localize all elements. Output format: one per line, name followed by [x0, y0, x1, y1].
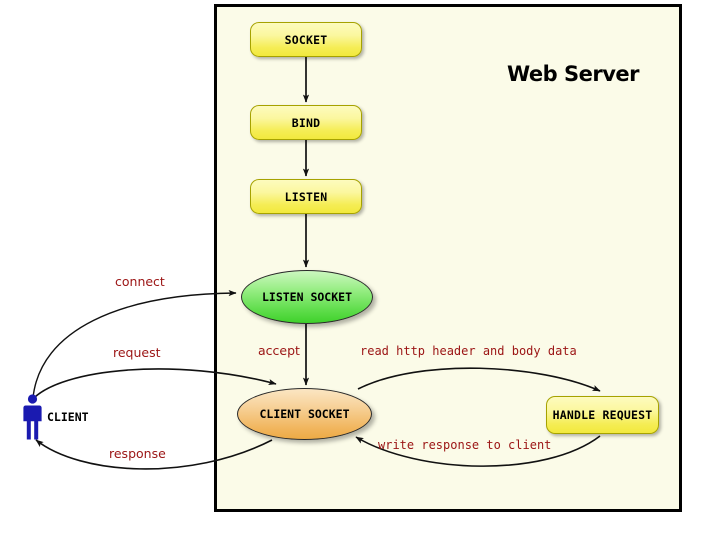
node-listen[interactable]: LISTEN [250, 179, 362, 214]
client-label: CLIENT [47, 410, 89, 424]
node-client-socket[interactable]: CLIENT SOCKET [237, 388, 372, 440]
edge-label-connect: connect [115, 274, 165, 289]
edge-label-read: read http header and body data [360, 344, 577, 358]
edge-request [30, 368, 277, 402]
web-server-title: Web Server [506, 62, 640, 86]
edge-label-write: write response to client [378, 438, 552, 452]
person-icon [23, 394, 42, 440]
edge-read [357, 367, 601, 392]
node-socket[interactable]: SOCKET [250, 22, 362, 57]
edge-label-accept: accept [258, 343, 300, 358]
edge-connect [32, 289, 237, 399]
node-listen-socket[interactable]: LISTEN SOCKET [241, 270, 373, 324]
edge-label-request: request [113, 345, 161, 360]
edge-label-response: response [109, 446, 166, 461]
edge-response [35, 439, 273, 470]
node-handle-request[interactable]: HANDLE REQUEST [546, 396, 659, 434]
edge-write [355, 435, 601, 467]
node-bind[interactable]: BIND [250, 105, 362, 140]
